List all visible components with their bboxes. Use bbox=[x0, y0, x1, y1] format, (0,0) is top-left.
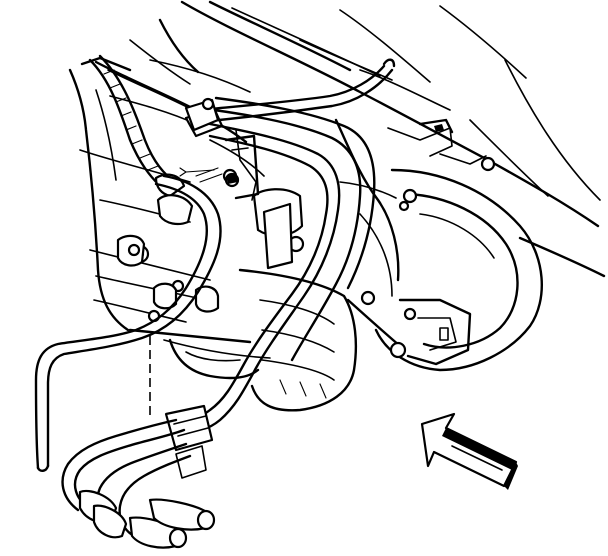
view-direction-arrow bbox=[420, 412, 518, 490]
cooler-line-fittings bbox=[61, 418, 216, 549]
mounting-bracket bbox=[179, 134, 260, 200]
breather-hose bbox=[34, 174, 222, 472]
vent-hose bbox=[198, 58, 396, 124]
cooler-lines bbox=[164, 96, 376, 452]
